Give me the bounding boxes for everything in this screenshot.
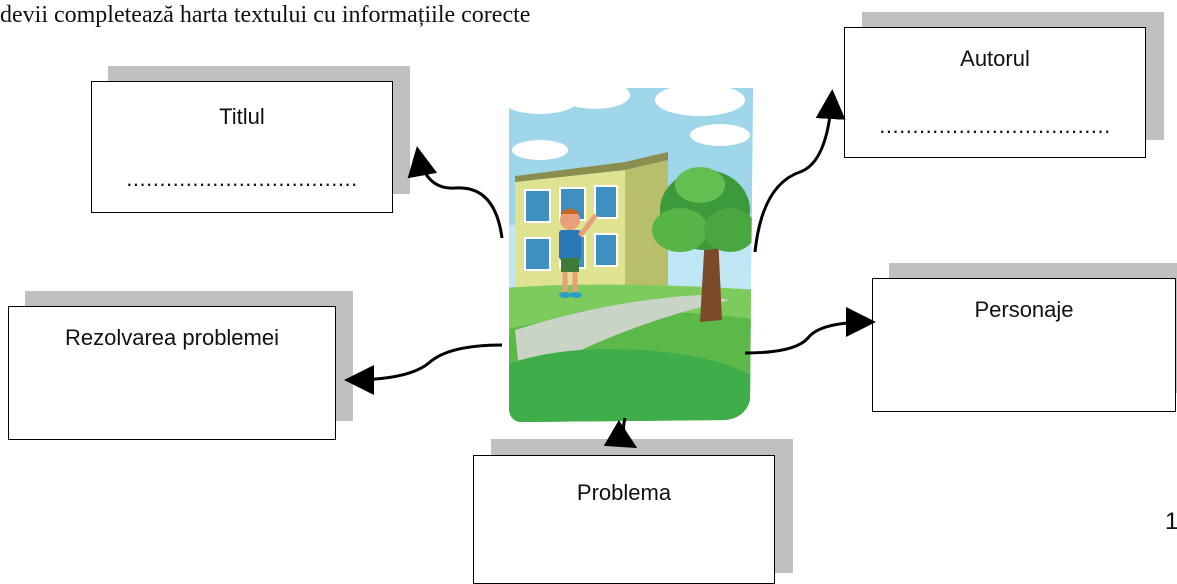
solution-label: Rezolvarea problemei <box>65 325 279 350</box>
title-box[interactable]: Titlul .................................… <box>91 81 393 213</box>
arrow-to-problem <box>603 417 638 449</box>
author-box[interactable]: Autorul ................................… <box>844 27 1146 158</box>
arrow-to-solution <box>344 343 503 395</box>
arrow-to-characters <box>744 307 876 355</box>
problem-label: Problema <box>576 480 672 505</box>
title-label: Titlul <box>219 104 265 129</box>
characters-label: Personaje <box>974 297 1074 322</box>
solution-box[interactable]: Rezolvarea problemei <box>8 306 336 440</box>
title-blank[interactable]: ................................... <box>126 166 358 191</box>
arrow-to-title <box>407 146 504 239</box>
characters-box[interactable]: Personaje <box>872 278 1176 412</box>
page-number: 1 <box>1165 508 1177 535</box>
problem-box[interactable]: Problema <box>473 455 775 584</box>
author-blank[interactable]: ................................... <box>879 113 1111 138</box>
author-label: Autorul <box>960 46 1030 71</box>
instruction-text: devii completează harta textului cu info… <box>0 2 531 28</box>
arrow-to-author <box>753 89 846 253</box>
